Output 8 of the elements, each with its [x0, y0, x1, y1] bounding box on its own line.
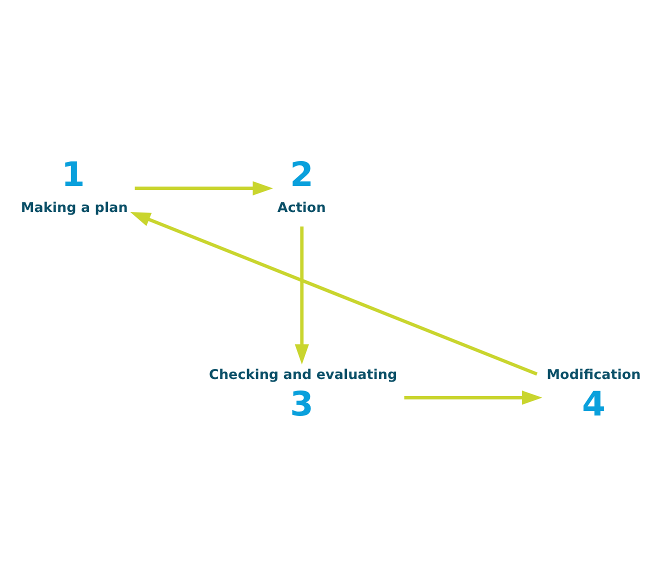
node-text: 1 Making a plan [20, 154, 128, 216]
node-text: Modification 4 [546, 366, 641, 423]
node-text: Checking and evaluating 3 [209, 366, 398, 423]
arrow [130, 211, 538, 376]
arrow [404, 390, 542, 404]
arrow [294, 226, 309, 364]
node-text: 2 Action [277, 154, 326, 216]
arrow [134, 180, 274, 195]
